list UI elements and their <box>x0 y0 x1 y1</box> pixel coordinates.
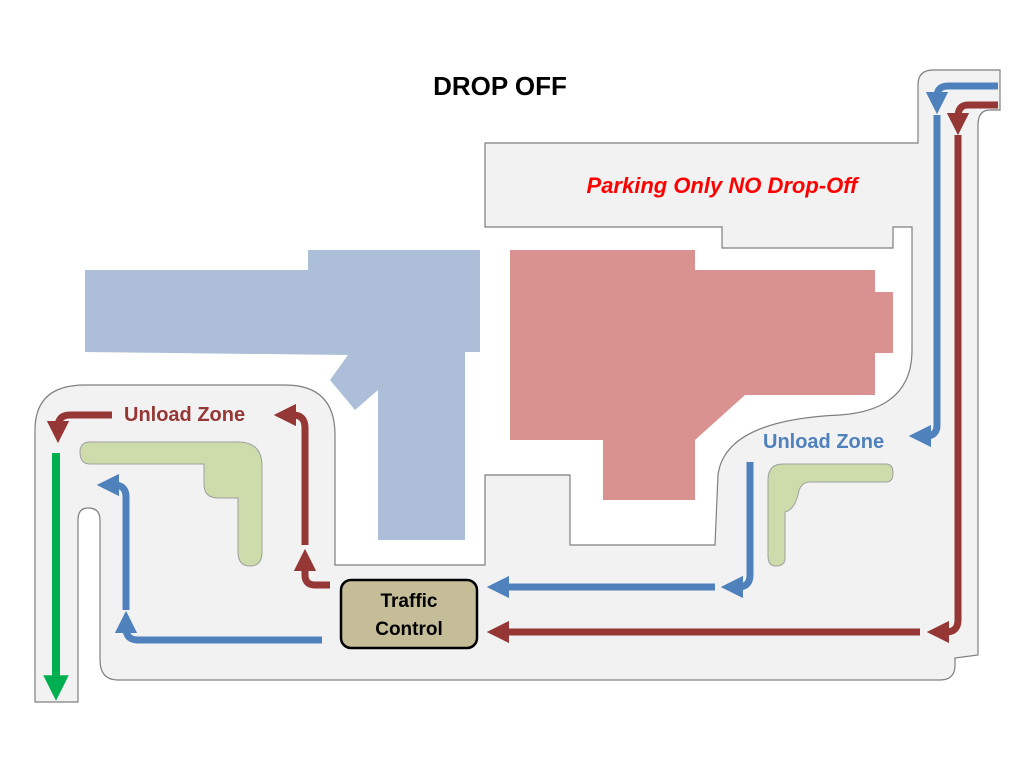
green-island-right <box>767 463 894 567</box>
red-route-arrow-entry <box>946 101 998 136</box>
road-surface <box>34 69 1001 703</box>
red-route-arrow-north <box>273 403 309 545</box>
unload-zone-left-label: Unload Zone <box>124 404 245 426</box>
red-route-arrow-exit-traffic <box>293 548 330 589</box>
traffic-control-line1: Traffic <box>380 591 437 612</box>
parking-note: Parking Only NO Drop-Off <box>587 173 861 198</box>
blue-route-arrow-north-left <box>96 473 130 610</box>
blue-route-arrow-entry <box>925 82 998 115</box>
traffic-control-line2: Control <box>375 619 443 640</box>
blue-route-arrow-south-west <box>114 610 322 644</box>
page-title: DROP OFF <box>433 71 567 101</box>
traffic-control-box: Traffic Control <box>339 578 479 650</box>
red-building <box>510 250 893 500</box>
red-route-arrow-east <box>926 135 962 644</box>
green-island-left <box>79 441 263 567</box>
red-route-arrow-west <box>46 411 112 444</box>
blue-route-arrow-unload-right <box>720 462 754 599</box>
unload-zone-right-label: Unload Zone <box>763 431 884 453</box>
blue-building <box>85 250 480 540</box>
blue-route-arrow-east <box>908 115 941 448</box>
